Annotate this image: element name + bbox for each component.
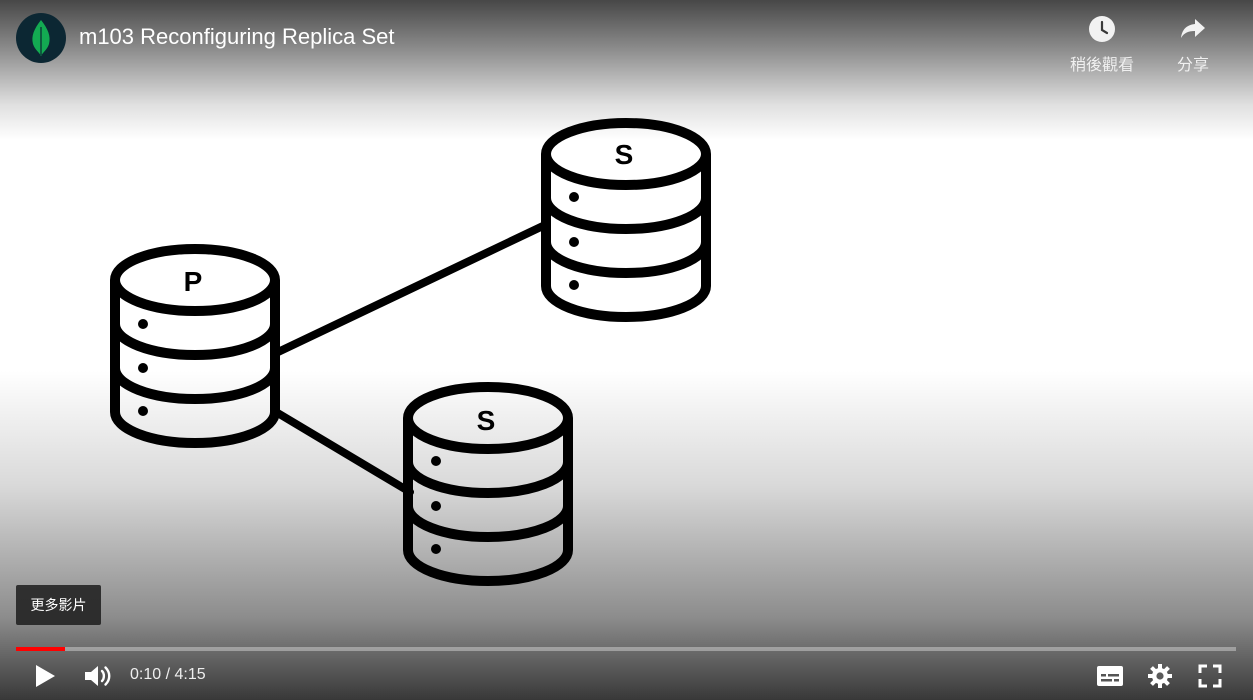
share-arrow-icon xyxy=(1181,19,1205,38)
play-icon xyxy=(36,665,55,687)
top-gradient xyxy=(0,0,1253,140)
watch-later-label: 稍後觀看 xyxy=(1069,57,1134,74)
watch-later-button[interactable]: 稍後觀看 xyxy=(1062,14,1142,75)
share-button[interactable]: 分享 xyxy=(1153,14,1233,75)
primary-node-label: P xyxy=(184,266,203,297)
clock-icon xyxy=(1089,16,1115,42)
subtitles-button[interactable] xyxy=(1094,660,1126,692)
share-label: 分享 xyxy=(1176,57,1209,74)
play-button[interactable] xyxy=(28,660,62,692)
current-time: 0:10 xyxy=(130,666,162,683)
settings-button[interactable] xyxy=(1143,659,1177,693)
mongodb-leaf-icon xyxy=(32,20,50,56)
time-display: 0:10 / 4:15 xyxy=(130,666,206,684)
time-separator: / xyxy=(161,666,175,683)
volume-icon xyxy=(85,666,111,686)
fullscreen-icon xyxy=(1198,664,1222,688)
progress-played xyxy=(16,647,65,651)
secondary-node-top: S xyxy=(541,118,711,322)
bottom-gradient xyxy=(0,370,1253,700)
more-videos-button[interactable]: 更多影片 xyxy=(16,585,101,625)
secondary-node-top-label: S xyxy=(615,139,634,170)
duration: 4:15 xyxy=(174,666,206,683)
volume-button[interactable] xyxy=(80,660,116,692)
subtitles-icon xyxy=(1097,666,1123,686)
channel-avatar[interactable] xyxy=(16,13,66,63)
gear-icon xyxy=(1148,664,1172,688)
progress-bar[interactable] xyxy=(16,647,1236,651)
video-title[interactable]: m103 Reconfiguring Replica Set xyxy=(79,24,395,49)
fullscreen-button[interactable] xyxy=(1194,660,1226,692)
